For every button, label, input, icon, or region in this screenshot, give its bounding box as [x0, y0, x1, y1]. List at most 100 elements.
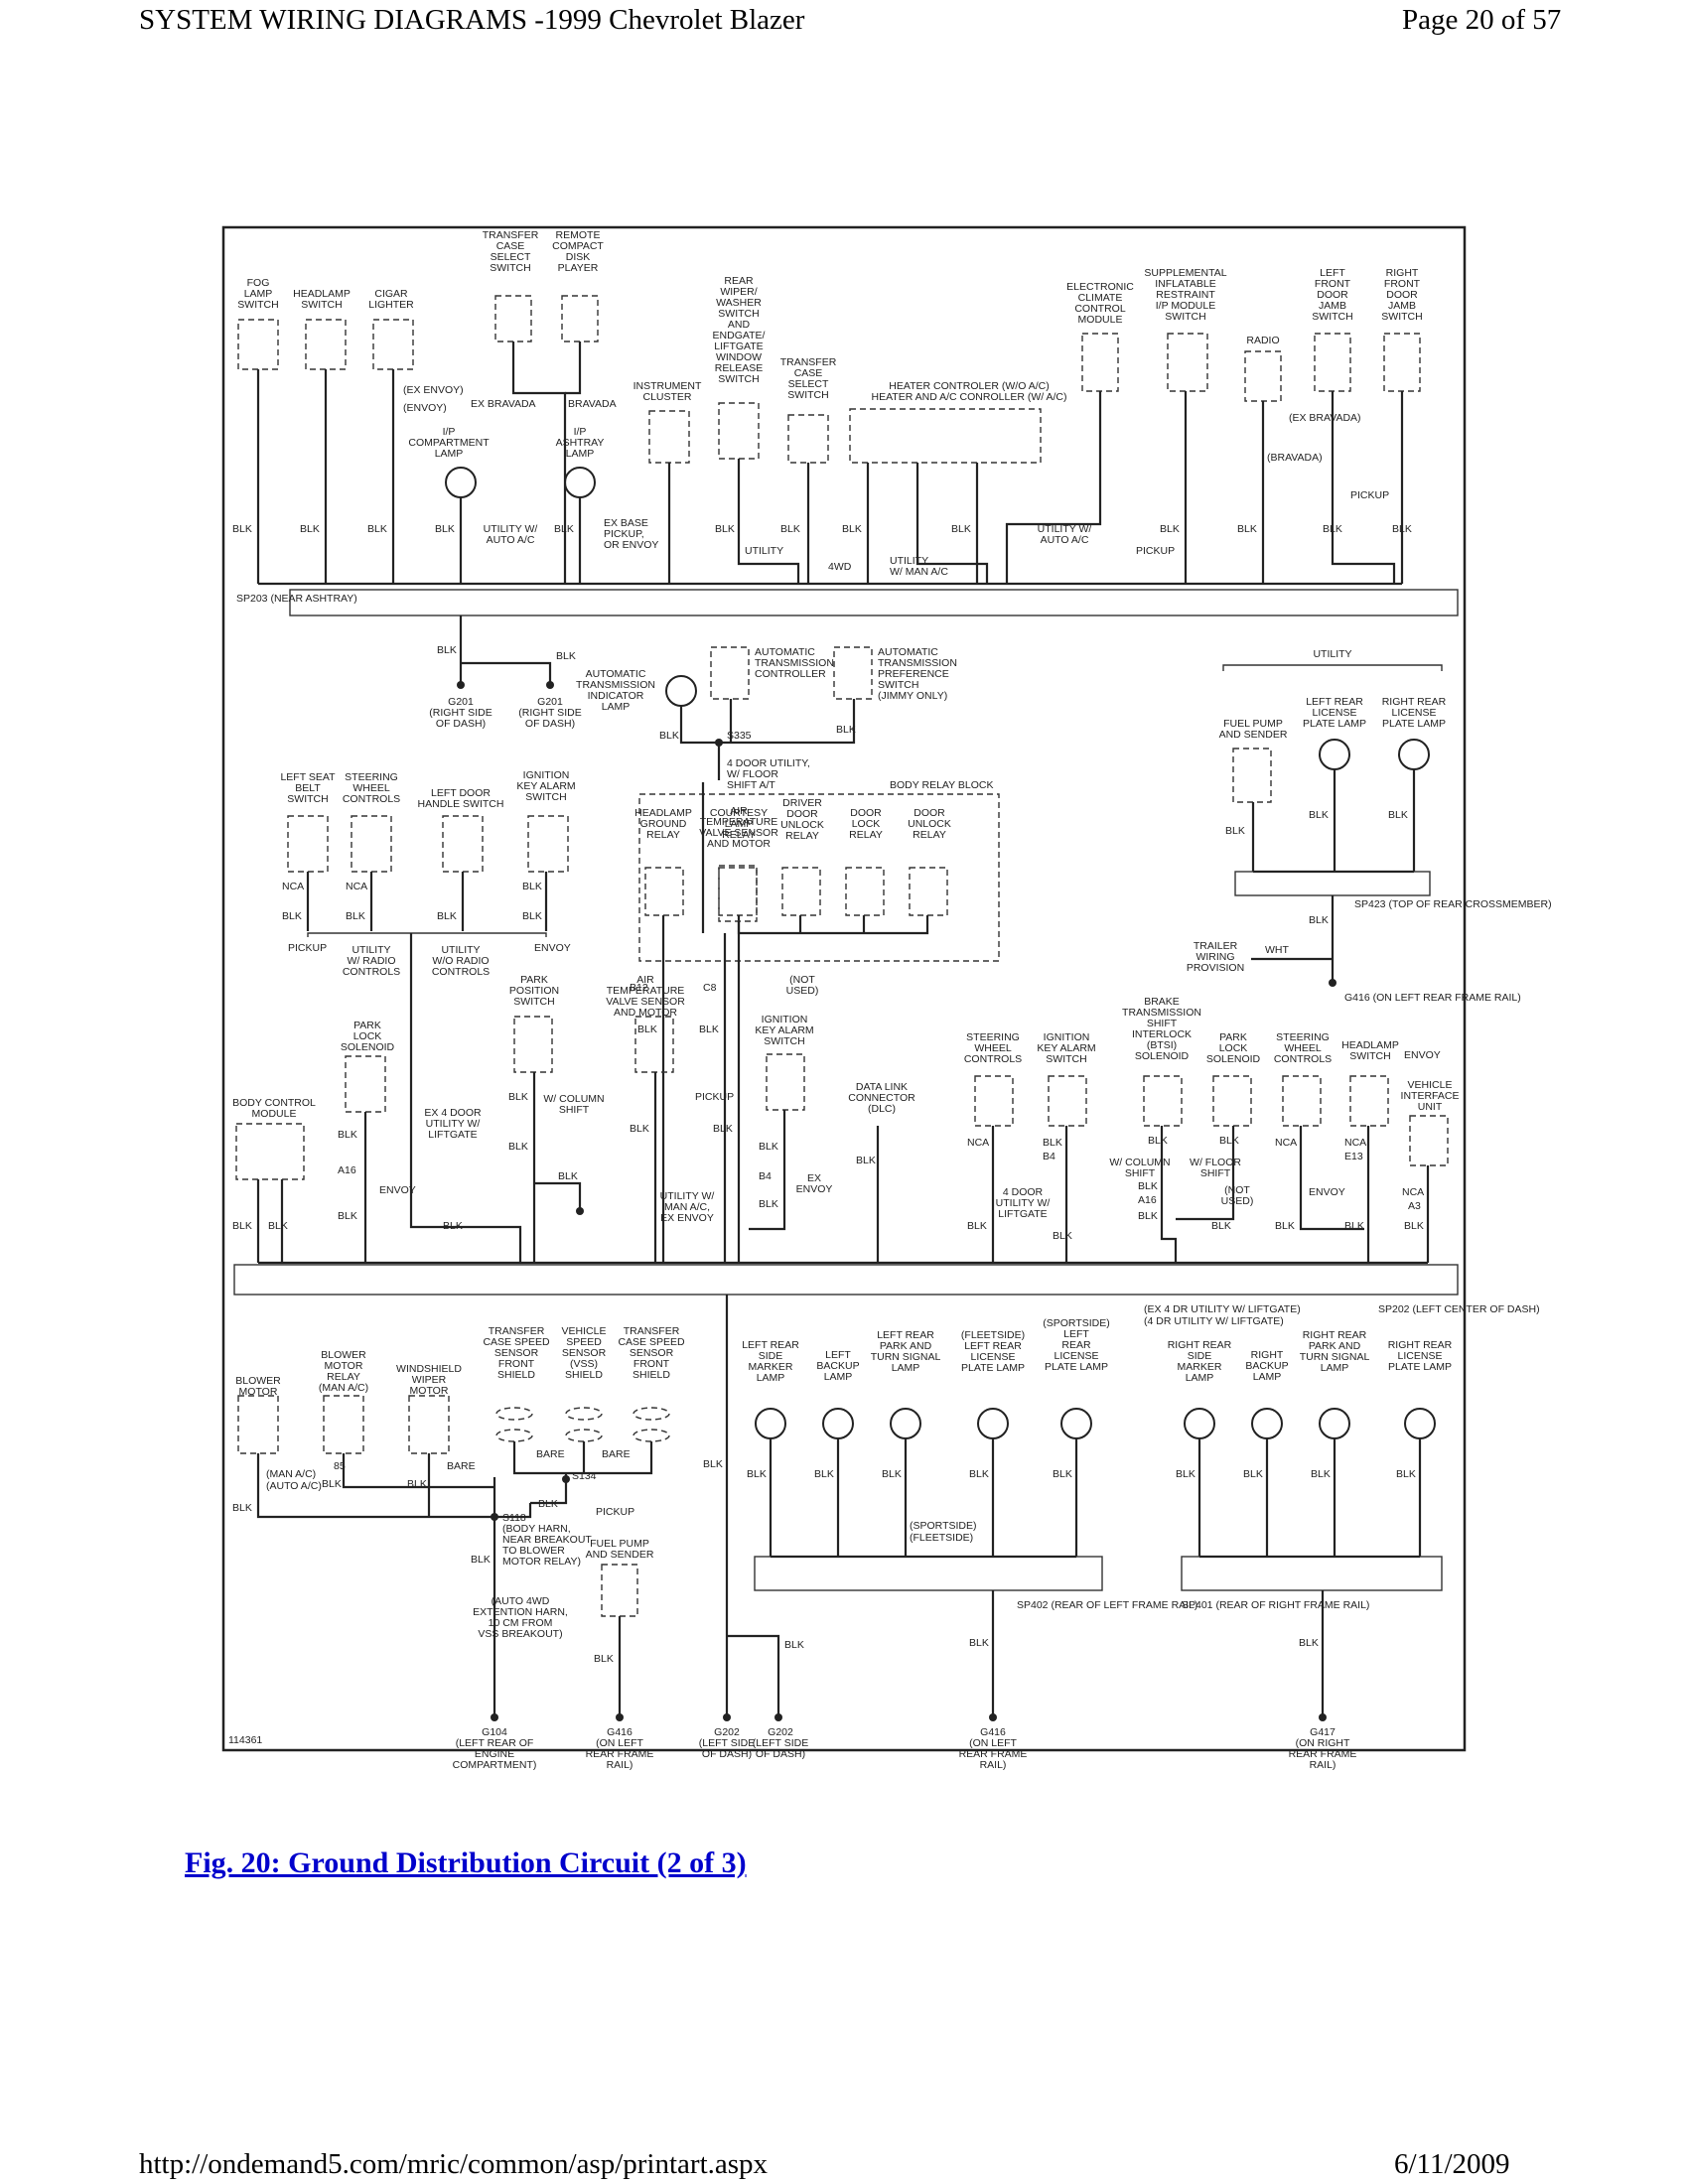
- label-ex-bravada-2: (EX BRAVADA): [1289, 412, 1361, 424]
- label-bare-3: BARE: [447, 1460, 476, 1472]
- label-blk-rl4: BLK: [969, 1468, 989, 1480]
- label-4wd: 4WD: [828, 561, 852, 573]
- label-blk-hs2: BLK: [1344, 1220, 1364, 1232]
- label-legend-2: (4 DR UTILITY W/ LIFTGATE): [1144, 1315, 1284, 1327]
- label-blk-sw3: BLK: [1275, 1220, 1295, 1232]
- label-blk-4: BLK: [435, 523, 455, 535]
- label-fleetside: (FLEETSIDE): [910, 1532, 973, 1544]
- label-nca-5: NCA: [1344, 1137, 1366, 1149]
- label-sp202: SP202 (LEFT CENTER OF DASH): [1378, 1303, 1540, 1315]
- label-wht: WHT: [1265, 944, 1289, 956]
- label-blk-rl7: BLK: [1243, 1468, 1263, 1480]
- label-blk-ign3b: BLK: [1053, 1230, 1072, 1242]
- label-blk-rr: BLK: [1388, 809, 1408, 821]
- label-ex-bravada: EX BRAVADA: [471, 398, 536, 410]
- label-blk-pl4: BLK: [1211, 1220, 1231, 1232]
- footer-date: 6/11/2009: [1394, 2148, 1510, 2180]
- label-sp402: SP402 (REAR OF LEFT FRAME RAIL): [1017, 1599, 1197, 1611]
- label-blk-g201b: BLK: [556, 650, 576, 662]
- label-blk-btsi2: BLK: [1138, 1180, 1158, 1192]
- label-s134: S134: [572, 1470, 597, 1482]
- label-utility-title: UTILITY: [1313, 648, 1351, 660]
- label-blk-btsi: BLK: [1148, 1135, 1168, 1147]
- label-85: 85: [334, 1460, 346, 1472]
- label-blk-8: BLK: [842, 523, 862, 535]
- figure-caption-link[interactable]: Fig. 20: Ground Distribution Circuit (2 …: [185, 1846, 747, 1879]
- label-a3: A3: [1408, 1200, 1421, 1212]
- label-heater-controller: HEATER CONTROLER (W/O A/C)HEATER AND A/C…: [871, 380, 1066, 403]
- label-blk-fp: BLK: [1225, 825, 1245, 837]
- page-header-title: SYSTEM WIRING DIAGRAMS -1999 Chevrolet B…: [139, 4, 805, 36]
- label-blk-rl1: BLK: [747, 1468, 767, 1480]
- label-sp423: SP423 (TOP OF REAR CROSSMEMBER): [1354, 898, 1552, 910]
- label-blk-hgr: BLK: [637, 1024, 657, 1035]
- label-man-ac: (MAN A/C): [266, 1468, 316, 1480]
- label-figure-id: 114361: [228, 1734, 262, 1746]
- label-sp203: SP203 (NEAR ASHTRAY): [236, 593, 357, 605]
- label-pickup-at: PICKUP: [695, 1091, 734, 1103]
- label-envoy-ls: ENVOY: [534, 942, 571, 954]
- label-bravada: BRAVADA: [568, 398, 617, 410]
- label-blk-air2: BLK: [630, 1123, 649, 1135]
- label-blk-pp3: BLK: [558, 1170, 578, 1182]
- label-blk-s118: BLK: [471, 1554, 491, 1566]
- label-blk-pl1: BLK: [338, 1129, 357, 1141]
- label-blk-s134: BLK: [538, 1498, 558, 1510]
- footer-url: http://ondemand5.com/mric/common/asp/pri…: [139, 2148, 769, 2180]
- label-bare-1: BARE: [536, 1448, 565, 1460]
- label-utility-manac-ex: UTILITY W/MAN A/C,EX ENVOY: [660, 1190, 715, 1224]
- label-blk-bcm2: BLK: [268, 1220, 288, 1232]
- label-pickup-ls: PICKUP: [288, 942, 327, 954]
- label-nca-2: NCA: [346, 881, 367, 892]
- label-envoy-pl: ENVOY: [379, 1184, 416, 1196]
- label-blk-lr: BLK: [1309, 809, 1329, 821]
- label-g416-top: G416 (ON LEFT REAR FRAME RAIL): [1344, 992, 1521, 1004]
- label-a16-2: A16: [1138, 1194, 1157, 1206]
- page-number: Page 20 of 57: [1402, 4, 1562, 36]
- label-envoy-sw3: ENVOY: [1309, 1186, 1345, 1198]
- label-blk-pp1: BLK: [508, 1091, 528, 1103]
- label-ex-envoy: (EX ENVOY): [403, 384, 464, 396]
- label-blk-sp401: BLK: [1299, 1637, 1319, 1649]
- label-b12: B12: [630, 982, 648, 994]
